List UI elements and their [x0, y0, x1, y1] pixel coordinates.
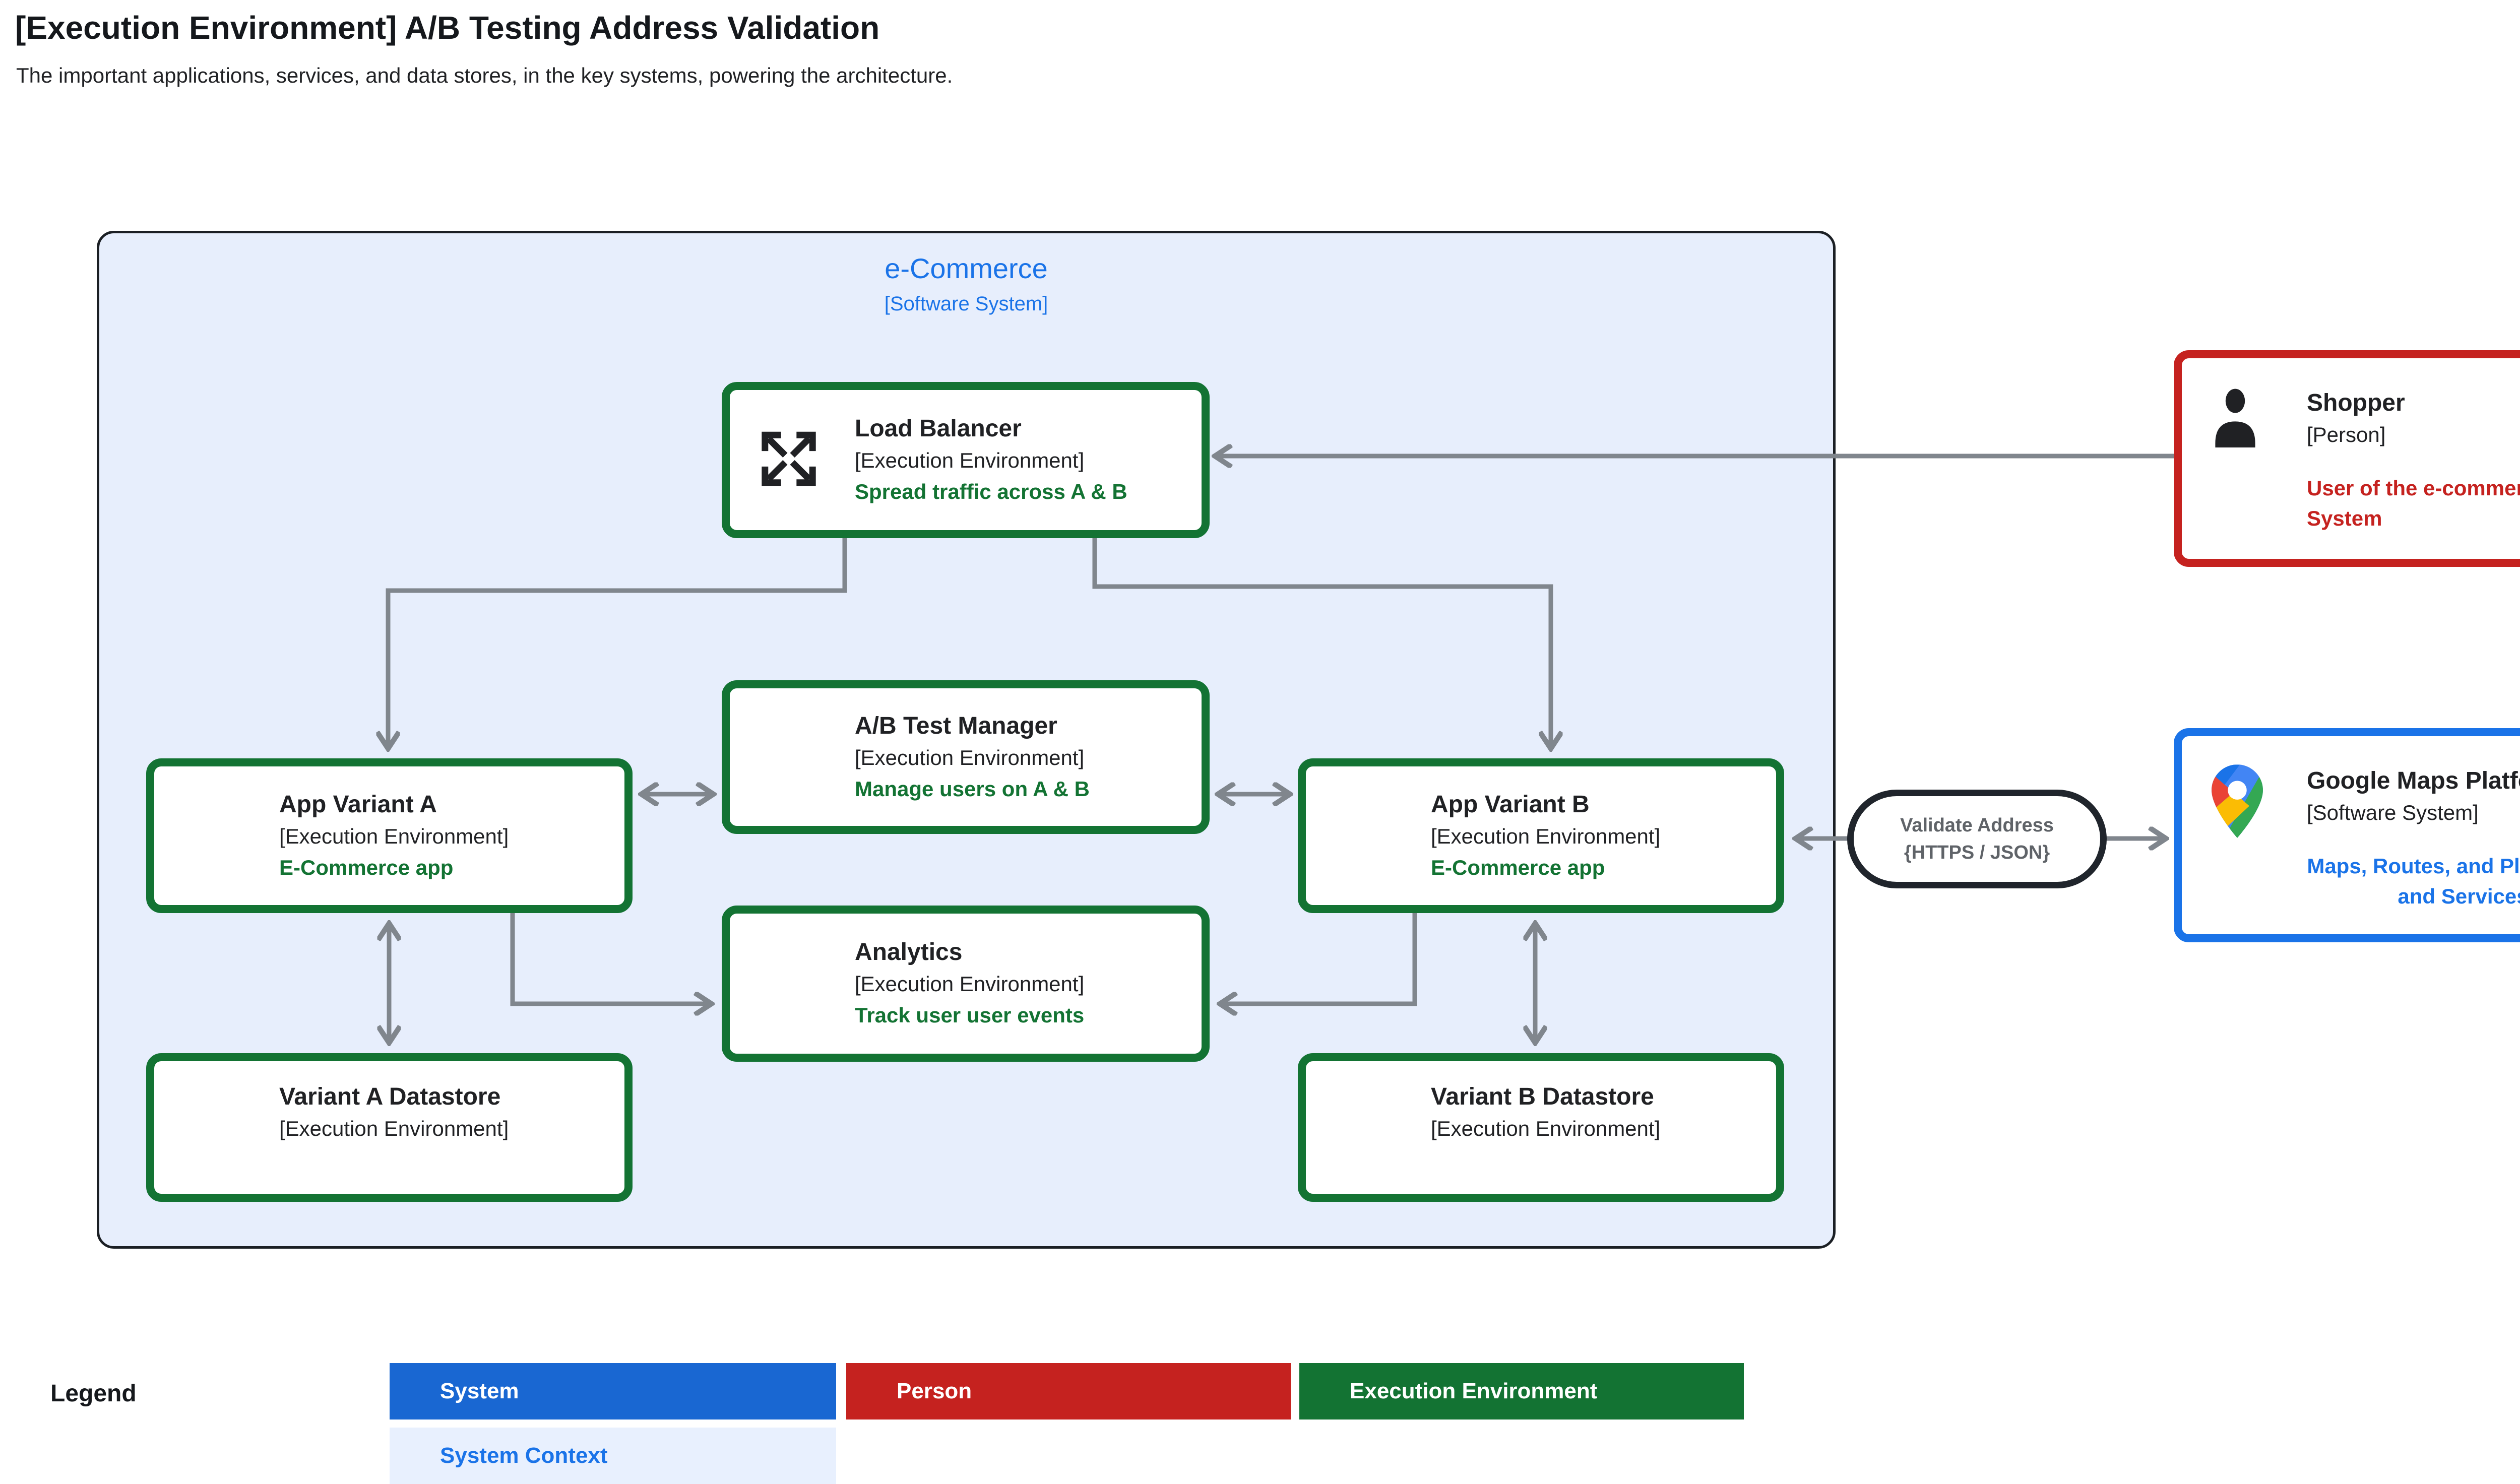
boundary-title: e-Commerce: [885, 252, 1048, 284]
legend-item-system-context: System Context: [390, 1428, 836, 1484]
legend-item-person: Person: [846, 1363, 1291, 1420]
legend-item-system: System: [390, 1363, 836, 1420]
node-title: A/B Test Manager: [855, 712, 1057, 739]
node-description: E-Commerce app: [1431, 855, 1605, 879]
node-description: Track user user events: [855, 1003, 1085, 1027]
node-type-label: [Software System]: [2307, 801, 2479, 824]
legend-item-label: Execution Environment: [1350, 1379, 1598, 1403]
node-load-balancer: Load Balancer [Execution Environment] Sp…: [722, 382, 1210, 538]
edge-loadbalancer-to-appvariantb: [1092, 538, 1551, 747]
edge-label-validate-address: Validate Address {HTTPS / JSON}: [1847, 790, 2107, 888]
edge-loadbalancer-to-appvarianta: [388, 538, 847, 747]
node-description: Manage users on A & B: [855, 777, 1090, 801]
google-maps-pin-icon: [2211, 764, 2263, 841]
edge-appvariantb-to-analytics: [1222, 913, 1417, 1004]
node-type-label: [Person]: [2307, 423, 2386, 446]
legend-title: Legend: [50, 1380, 137, 1407]
node-description: Spread traffic across A & B: [855, 480, 1127, 503]
node-description: Maps, Routes, and Places APIs and Servic…: [2307, 854, 2520, 908]
page-subtitle: The important applications, services, an…: [16, 63, 953, 87]
node-title: App Variant A: [279, 791, 437, 818]
node-type-label: [Execution Environment]: [279, 824, 509, 848]
node-title: Shopper: [2307, 390, 2405, 416]
node-variant-b-datastore: Variant B Datastore [Execution Environme…: [1298, 1053, 1784, 1202]
node-type-label: [Execution Environment]: [279, 1117, 509, 1140]
legend-item-execution-environment: Execution Environment: [1299, 1363, 1744, 1420]
legend-item-label: Person: [897, 1379, 972, 1403]
node-type-label: [Execution Environment]: [1431, 1117, 1661, 1140]
legend-item-label: System Context: [440, 1443, 608, 1468]
node-description: User of the e-commerce System: [2307, 476, 2520, 530]
node-shopper: Shopper [Person] User of the e-commerce …: [2174, 350, 2520, 567]
node-type-label: [Execution Environment]: [855, 448, 1085, 472]
node-variant-a-datastore: Variant A Datastore [Execution Environme…: [146, 1053, 633, 1202]
node-title: Variant A Datastore: [279, 1083, 501, 1110]
system-boundary-label: e-Commerce [Software System]: [97, 252, 1836, 315]
node-type-label: [Execution Environment]: [855, 745, 1085, 769]
expand-arrows-icon: [759, 429, 818, 491]
node-google-maps-platform: Google Maps Platform [Software System] M…: [2174, 728, 2520, 942]
edge-label-line1: Validate Address: [1900, 815, 2054, 836]
edge-label-line2: {HTTPS / JSON}: [1904, 842, 2050, 863]
legend-item-label: System: [440, 1379, 519, 1403]
node-description: E-Commerce app: [279, 855, 454, 879]
node-app-variant-a: App Variant A [Execution Environment] E-…: [146, 758, 633, 913]
page-title: [Execution Environment] A/B Testing Addr…: [15, 10, 880, 46]
node-app-variant-b: App Variant B [Execution Environment] E-…: [1298, 758, 1784, 913]
node-title: App Variant B: [1431, 791, 1590, 818]
edge-appvarianta-to-analytics: [510, 913, 710, 1004]
node-type-label: [Execution Environment]: [855, 972, 1085, 996]
node-title: Google Maps Platform: [2307, 767, 2520, 794]
person-icon: [2211, 386, 2259, 450]
boundary-type-label: [Software System]: [884, 293, 1048, 315]
node-type-label: [Execution Environment]: [1431, 824, 1661, 848]
node-analytics: Analytics [Execution Environment] Track …: [722, 906, 1210, 1062]
node-title: Analytics: [855, 939, 963, 965]
node-title: Variant B Datastore: [1431, 1083, 1654, 1110]
node-ab-test-manager: A/B Test Manager [Execution Environment]…: [722, 680, 1210, 834]
node-title: Load Balancer: [855, 415, 1022, 442]
